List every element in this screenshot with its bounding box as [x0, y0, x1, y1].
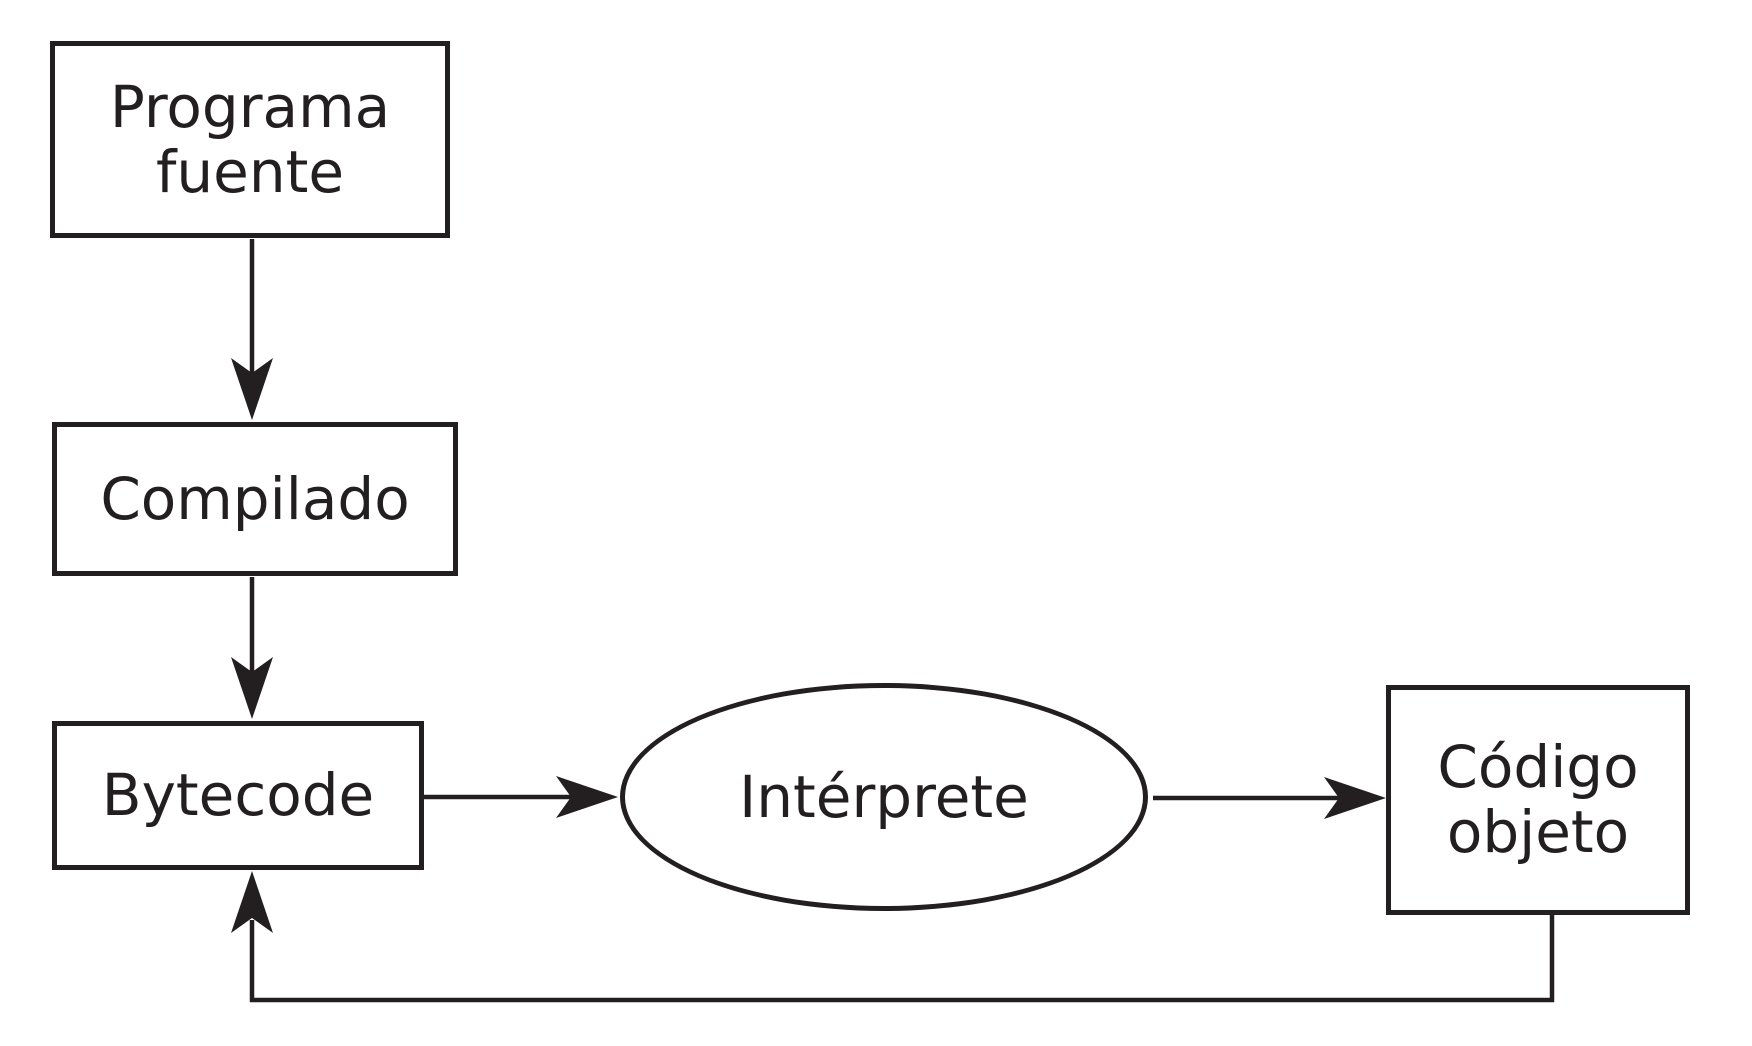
node-bytecode-label: Bytecode: [101, 761, 375, 830]
node-codigo-objeto-label: Código objeto: [1437, 735, 1638, 865]
node-compilado: Compilado: [52, 422, 458, 576]
label-line: Programa: [109, 72, 391, 141]
arrow-interprete-to-codigo-objeto: [1153, 777, 1386, 819]
arrow-compilado-to-bytecode: [231, 577, 273, 719]
label-line: fuente: [155, 137, 345, 206]
arrow-bytecode-to-interprete: [423, 776, 618, 818]
label-line: Código: [1437, 733, 1639, 802]
node-programa-fuente: Programa fuente: [50, 41, 450, 238]
node-bytecode: Bytecode: [52, 721, 424, 870]
node-codigo-objeto: Código objeto: [1386, 685, 1690, 915]
node-interprete-label: Intérprete: [739, 762, 1029, 831]
node-interprete: Intérprete: [620, 683, 1148, 911]
node-compilado-label: Compilado: [100, 464, 410, 533]
arrow-programa-fuente-to-compilado: [231, 239, 273, 420]
node-programa-fuente-label: Programa fuente: [109, 72, 391, 206]
label-line: objeto: [1446, 798, 1630, 866]
